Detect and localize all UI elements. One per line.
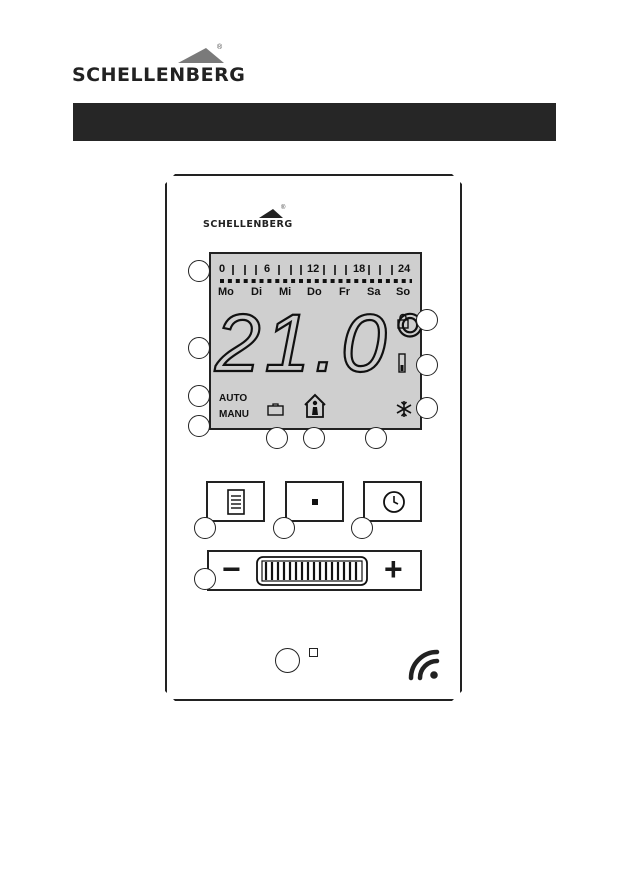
day-label-do: Do (307, 286, 322, 298)
callout-auto (188, 385, 210, 407)
device-brand-logo: ® SCHELLENBERG (203, 208, 293, 234)
callout-suitcase (266, 427, 288, 449)
minus-button[interactable]: − (222, 549, 241, 589)
clock-icon (382, 490, 406, 514)
thumbwheel-icon[interactable] (256, 556, 368, 586)
home-person-icon (302, 393, 328, 419)
document-icon (227, 489, 245, 515)
callout-led (275, 648, 300, 673)
title-bar (73, 103, 556, 141)
plus-button[interactable]: + (384, 549, 403, 589)
callout-battery (416, 354, 438, 376)
suitcase-icon (267, 402, 284, 416)
day-label-di: Di (251, 286, 262, 298)
callout-thumbwheel (194, 568, 216, 590)
temperature-readout: 21.0° (215, 303, 427, 385)
callout-menu-button (194, 517, 216, 539)
lock-icon (397, 313, 409, 329)
menu-button[interactable] (206, 481, 265, 522)
callout-frost (416, 397, 438, 419)
day-label-mo: Mo (218, 286, 234, 298)
day-label-fr: Fr (339, 286, 350, 298)
wireless-icon (407, 648, 441, 682)
device-brand-registered: ® (281, 205, 285, 211)
device-brand-name: SCHELLENBERG (203, 219, 293, 230)
day-label-mi: Mi (279, 286, 291, 298)
callout-lock (416, 309, 438, 331)
clock-button[interactable] (363, 481, 422, 522)
moon-icon (369, 397, 385, 417)
battery-icon (398, 353, 406, 373)
brand-registered: ® (217, 44, 222, 51)
callout-clock-button (351, 517, 373, 539)
snowflake-icon (395, 400, 413, 418)
callout-hour-bar (188, 260, 210, 282)
brand-logo: ® SCHELLENBERG (72, 46, 232, 91)
callout-set-button (273, 517, 295, 539)
brand-name: SCHELLENBERG (72, 64, 245, 86)
callout-moon (365, 427, 387, 449)
callout-manu (188, 415, 210, 437)
mode-manu-label: MANU (219, 409, 249, 420)
callout-temperature (188, 337, 210, 359)
callout-home (303, 427, 325, 449)
day-label-sa: Sa (367, 286, 380, 298)
set-button[interactable] (285, 481, 344, 522)
status-led (309, 648, 318, 657)
day-label-so: So (396, 286, 410, 298)
mode-auto-label: AUTO (219, 393, 247, 404)
square-icon (312, 499, 318, 505)
